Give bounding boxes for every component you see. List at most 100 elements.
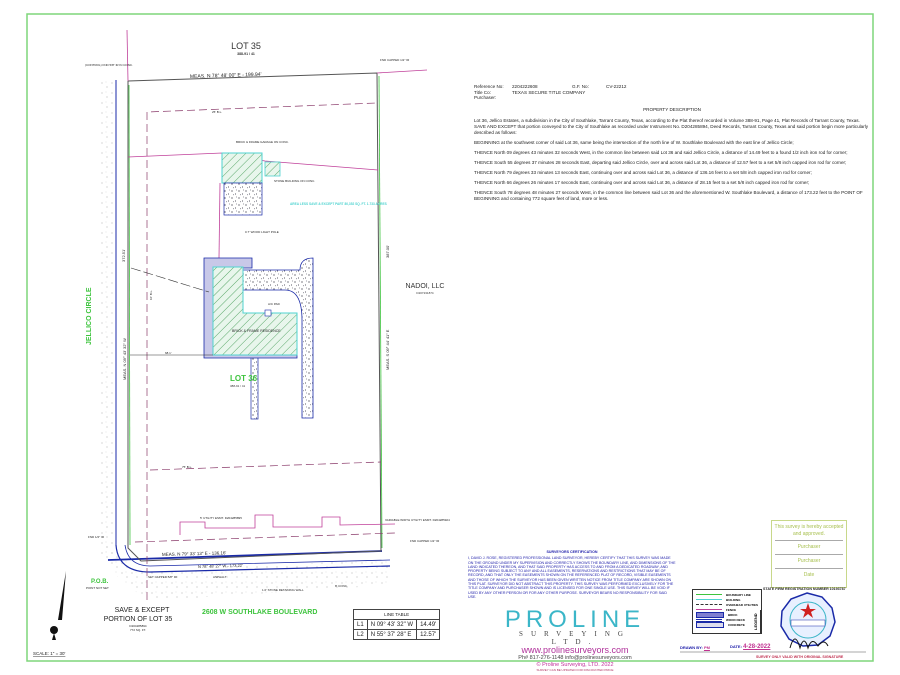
- line-id: L2: [353, 629, 368, 640]
- purchaser-signature-line: Purchaser: [775, 554, 843, 566]
- drawn-by: DRAWN BY: PM: [680, 645, 710, 651]
- utility-easement: 5' UTILITY ESMT. D204285895: [200, 516, 242, 520]
- line-id: L1: [353, 619, 368, 630]
- walkway: [250, 355, 259, 420]
- gf-label: G.F. No:: [572, 84, 589, 89]
- legend-item: BRICK: [693, 611, 761, 618]
- line-bearing: N 55° 37' 28" E: [366, 629, 418, 640]
- description-paragraph: THENCE South 55 degrees 37 minutes 28 se…: [474, 159, 847, 165]
- certification-title: SURVEYORS CERTIFICATION: [546, 550, 598, 554]
- scale-label: SCALE: 1" = 30': [33, 651, 65, 656]
- variable-easement: VARIABLE WIDTH UTILITY ESMT. D204285924: [385, 518, 450, 522]
- south-plat-bearing: N 78° 48' 27" W - 173.22': [198, 563, 243, 569]
- surveyor-seal: [780, 592, 836, 650]
- legend-title: LEGEND: [753, 610, 761, 633]
- registration-number: STATE FIRM REGISTRATION NUMBER 10193787: [763, 587, 846, 591]
- legend-label: BRICK: [728, 612, 738, 617]
- jellico-row-stipple: [100, 80, 114, 560]
- ref-value: 2204222608: [512, 84, 538, 89]
- property-description: Reference No: 2204222608 G.F. No: CV-222…: [474, 84, 870, 206]
- header-block: Reference No: 2204222608 G.F. No: CV-222…: [474, 84, 870, 101]
- nadoi-label: NADOI, LLC: [406, 283, 445, 290]
- acceptance-box: This survey is hereby accepted and appro…: [771, 520, 847, 588]
- ac-pad-label: A/C PAD: [268, 302, 281, 306]
- stone-building-label: STONE BUILDING ON CONC.: [274, 179, 315, 183]
- description-paragraph: THENCE South 78 degrees 48 minutes 27 se…: [474, 189, 863, 201]
- east-fence: [378, 75, 383, 549]
- lot35-extension-east: [376, 69, 428, 74]
- legend-item: BOUNDARY LINE: [693, 592, 761, 597]
- company-contact: Ph# 817-276-1148 info@prolinesurveyors.c…: [518, 655, 632, 661]
- light-pole-label: 0.7' WOOD LIGHT POLE: [245, 230, 279, 234]
- legend-label: CONCRETE: [728, 622, 745, 627]
- stone-building: [264, 161, 281, 177]
- description-paragraph: Lot 36, Jellico Estates, a subdivision i…: [474, 117, 869, 135]
- company-website-link[interactable]: www.prolinesurveyors.com: [521, 645, 629, 655]
- company-note: SURVEY CAN BE UPDATED FOR DISCOUNTED PRI…: [536, 667, 614, 672]
- save-except-label-2: PORTION OF LOT 35: [104, 616, 173, 623]
- fence-south: [179, 514, 396, 535]
- pob-note: POINT NOT SET: [86, 586, 109, 590]
- asphalt-label: ASPHALT: [213, 575, 227, 579]
- date-label: DATE:: [730, 644, 742, 649]
- bl-bottom: 75' B.L.: [182, 465, 192, 469]
- west-distance: 372.51': [121, 249, 126, 262]
- line-distance: 12.57': [416, 629, 441, 640]
- description-title: PROPERTY DESCRIPTION: [643, 106, 701, 112]
- gf-value: CV-22212: [606, 84, 627, 89]
- legend-label: BUILDING: [726, 597, 741, 602]
- legend-item: CONCRETE: [693, 621, 761, 628]
- garage-building: [221, 152, 263, 184]
- drawn-by-label: DRAWN BY:: [680, 645, 703, 650]
- pob-label: P.O.B.: [91, 579, 109, 585]
- driveway: [242, 257, 314, 419]
- west-fence: [128, 84, 131, 546]
- line-distance: 14.49': [416, 619, 441, 630]
- control-monument: (CONTROL) FND 5/8" IR IN CONC.: [85, 63, 133, 67]
- southlake-road-edge-2: [124, 544, 391, 567]
- legend-item: OVERHEAD UTILITIES: [693, 602, 761, 607]
- drawn-by-value: PM: [703, 645, 710, 650]
- company-logo: PROLINE SURVEYING LTD. www.prolinesurvey…: [500, 606, 650, 672]
- lot36-record: 388-91 / 41: [230, 384, 246, 388]
- legend-label: WOOD DECK: [726, 617, 745, 622]
- lot35-label: LOT 35: [231, 41, 261, 51]
- description-paragraph: BEGINNING at the southwest corner of sai…: [474, 139, 794, 145]
- date-value: 4-28-2022: [743, 644, 771, 650]
- acceptance-text: This survey is hereby accepted and appro…: [774, 524, 844, 537]
- company-name: PROLINE: [504, 606, 646, 633]
- purchaser-label: Purchaser:: [474, 95, 497, 101]
- building-line-bottom: [149, 461, 382, 471]
- title-co-label: Title Co:: [474, 89, 491, 95]
- lot35-extension: [126, 29, 129, 82]
- save-except-area: 772 SQ. FT.: [130, 628, 146, 632]
- west-bearing: MEAS. N 09° 43' 32" W: [122, 338, 127, 380]
- fnd-capped-top: FND CAPPED 1/2" IR: [380, 58, 410, 62]
- description-paragraph: THENCE North 66 degrees 26 minutes 17 se…: [474, 179, 810, 185]
- signature: [789, 638, 829, 650]
- legend: BOUNDARY LINE BUILDING OVERHEAD UTILITIE…: [692, 589, 762, 634]
- title-co-value: TEXAS SECURE TITLE COMPANY: [512, 89, 586, 95]
- legend-label: FENCE: [726, 607, 737, 612]
- garage-slab: [223, 182, 263, 216]
- jellico-circle-label: JELLICO CIRCLE: [86, 287, 93, 345]
- purchaser-signature-line: Purchaser: [775, 540, 843, 552]
- ac-pad: [264, 309, 272, 317]
- company-copyright: © Proline Surveying, LTD. 2022: [536, 661, 614, 668]
- east-bearing: MEAS. S 09° 44' 41" E: [385, 329, 390, 370]
- dim-68: 68.1': [165, 351, 172, 355]
- sheet-frame: [26, 13, 874, 662]
- residence-label: BRICK & FRAME RESIDENCE: [232, 329, 281, 333]
- east-distance: 387.00': [385, 245, 390, 258]
- certification-text: I, David J. Rose, Registered Professiona…: [468, 556, 676, 599]
- fnd-half-ir: FND 1/2" IR: [88, 535, 105, 539]
- fnd-capped-bottom: FND CAPPED 1/2" IR: [410, 539, 440, 543]
- garage-label: BRICK & FRAME GARAGE ON CONC.: [236, 140, 289, 144]
- legend-item: WOOD DECK: [693, 617, 761, 622]
- description-paragraph: THENCE North 09 degrees 43 minutes 32 se…: [474, 149, 848, 155]
- southlake-row-stipple: [105, 545, 390, 600]
- retaining-wall-label: 1.0' STONE RETAINING WALL: [262, 588, 304, 592]
